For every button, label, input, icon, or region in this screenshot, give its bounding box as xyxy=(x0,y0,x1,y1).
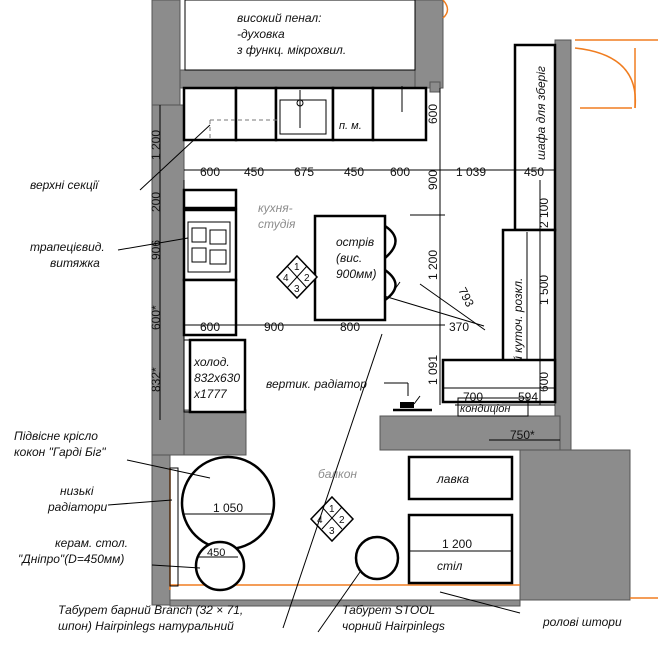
svg-text:1 200: 1 200 xyxy=(149,130,163,160)
tall-cabinet-label-3: з функц. мікрохвил. xyxy=(236,43,346,57)
svg-text:450: 450 xyxy=(524,165,544,179)
ac-label: кондиціон xyxy=(460,403,510,415)
hood-label-2: витяжка xyxy=(50,256,100,270)
wardrobe-label: шафа для зберіг xyxy=(534,66,548,160)
svg-text:600: 600 xyxy=(200,320,220,334)
ceramic-table-label-1: керам. стол. xyxy=(55,536,128,550)
hood-label-1: трапецієвид. xyxy=(30,240,105,254)
ceramic-table-label-2: "Дніпро"(D=450мм) xyxy=(18,552,124,566)
ac-unit xyxy=(457,397,529,417)
svg-text:594: 594 xyxy=(518,390,538,404)
bench xyxy=(407,455,514,501)
wall-balcony-bottom xyxy=(169,599,521,607)
svg-text:600: 600 xyxy=(390,165,410,179)
upper-sections-label: верхні секції xyxy=(30,178,99,192)
svg-text:370: 370 xyxy=(449,320,469,334)
svg-text:700: 700 xyxy=(463,390,483,404)
bench-label: лавка xyxy=(436,472,469,486)
svg-text:2 100: 2 100 xyxy=(537,198,551,228)
svg-text:450: 450 xyxy=(344,165,364,179)
balcony-label: балкон xyxy=(318,467,357,481)
svg-text:1 200: 1 200 xyxy=(426,250,440,280)
svg-text:900: 900 xyxy=(264,320,284,334)
wall-top-right xyxy=(414,0,444,89)
wall-bottom-right xyxy=(379,415,561,451)
dishwasher-label: п. м. xyxy=(339,120,362,132)
svg-text:1 200: 1 200 xyxy=(442,537,472,551)
blinds-label: ролові штори xyxy=(542,615,622,629)
svg-text:1: 1 xyxy=(329,504,335,515)
studio-label-2: студія xyxy=(258,217,296,231)
svg-text:1 091: 1 091 xyxy=(426,355,440,385)
hanging-chair-label-1: Підвісне крісло xyxy=(14,429,98,443)
ceramic-table xyxy=(194,540,246,592)
svg-text:832*: 832* xyxy=(149,367,163,392)
low-radiators-label-1: низькі xyxy=(60,484,94,498)
svg-text:800: 800 xyxy=(340,320,360,334)
svg-text:1 050: 1 050 xyxy=(213,501,243,515)
svg-text:3: 3 xyxy=(294,284,300,295)
low-radiator xyxy=(169,467,179,587)
island-label-1: острів xyxy=(336,235,374,249)
svg-text:2: 2 xyxy=(339,515,345,526)
dimension-lines xyxy=(159,88,560,441)
svg-text:600*: 600* xyxy=(149,305,163,330)
wall-balcony-left xyxy=(151,454,171,606)
hanging-chair-label-2: кокон "Гарді Біг" xyxy=(14,445,106,459)
fridge-label-2: 832x630 xyxy=(194,371,240,385)
svg-text:900: 900 xyxy=(426,170,440,190)
balcony-table xyxy=(407,513,514,585)
wall-left-top xyxy=(151,0,181,106)
radiator-label: вертик. радіатор xyxy=(266,377,367,391)
kitchen-cabinets xyxy=(182,86,428,414)
svg-text:4: 4 xyxy=(283,273,289,284)
wall-right xyxy=(554,39,572,456)
svg-text:750*: 750* xyxy=(510,428,535,442)
wall-bottom-left xyxy=(183,409,247,456)
svg-text:600: 600 xyxy=(200,165,220,179)
island-label-2: (вис. xyxy=(336,251,362,265)
stool-label-1: Табурет STOOL xyxy=(342,603,435,617)
bar-stool-label-2: шпон) Hairpinlegs натуральний xyxy=(58,619,234,633)
svg-text:450: 450 xyxy=(207,547,225,559)
svg-text:3: 3 xyxy=(329,526,335,537)
tall-cabinet-label-2: -духовка xyxy=(237,27,285,41)
compass-icon-balcony: 1 2 3 4 xyxy=(309,495,355,543)
svg-text:1: 1 xyxy=(294,262,300,273)
wall-top xyxy=(179,69,431,89)
stool xyxy=(354,535,400,581)
fridge-label-1: холод. xyxy=(193,355,230,369)
svg-text:450: 450 xyxy=(244,165,264,179)
svg-text:2: 2 xyxy=(304,273,310,284)
bar-stool-label-1: Табурет барний Branch (32 × 71, xyxy=(58,603,243,617)
svg-text:200: 200 xyxy=(149,192,163,212)
svg-text:675: 675 xyxy=(294,165,314,179)
leader-lines xyxy=(107,86,521,633)
svg-text:600: 600 xyxy=(537,372,551,392)
svg-text:600: 600 xyxy=(426,104,440,124)
fridge-label-3: x1777 xyxy=(193,387,228,401)
island xyxy=(313,214,387,322)
island-label-3: 900мм) xyxy=(336,267,376,281)
svg-text:906: 906 xyxy=(149,240,163,260)
tall-cabinet-label-1: високий пенал: xyxy=(237,11,321,25)
svg-text:4: 4 xyxy=(317,515,323,526)
stool-label-2: чорний Hairpinlegs xyxy=(342,619,445,633)
low-radiators-label-2: радіатори xyxy=(47,500,108,514)
compass-icon: 1 2 3 4 xyxy=(275,254,319,300)
studio-label-1: кухня- xyxy=(258,201,293,215)
tall-cabinet-box xyxy=(184,0,416,71)
wardrobe xyxy=(513,43,557,232)
wall-balcony-right xyxy=(519,449,631,601)
radiator-icon xyxy=(393,395,432,412)
svg-text:1 500: 1 500 xyxy=(537,275,551,305)
table-label: стіл xyxy=(437,559,463,573)
svg-text:793: 793 xyxy=(455,285,477,309)
svg-text:1 039: 1 039 xyxy=(456,165,486,179)
